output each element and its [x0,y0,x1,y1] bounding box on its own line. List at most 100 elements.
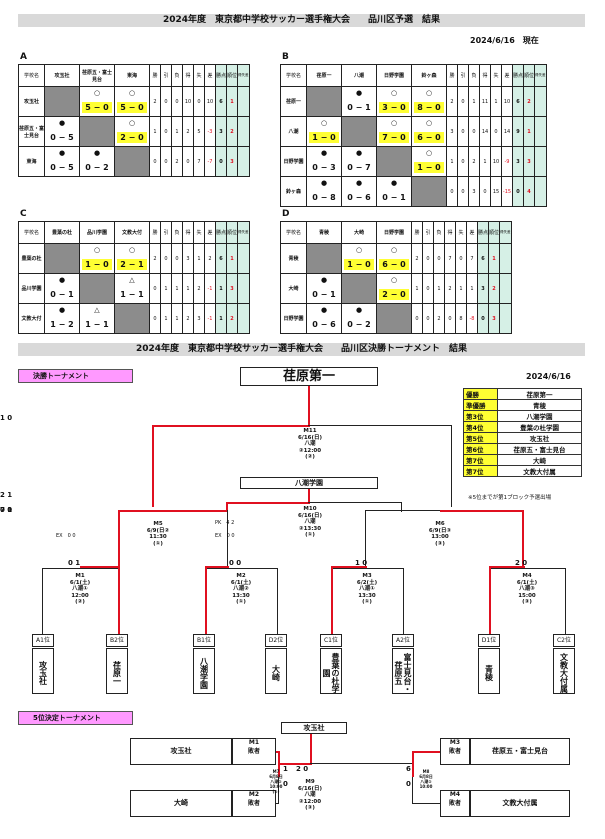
stat-cell: 2 [171,146,183,177]
match-result-cell: ●0 − 7 [341,146,377,177]
match-score: 0 − 6 [347,193,371,202]
bracket-line [489,568,565,569]
stat-cell: 1 [455,273,467,304]
stat-cell [237,86,250,117]
stat-cell: 1 [488,243,501,274]
bracket-line [80,566,120,568]
header-team: 攻玉社 [44,64,80,87]
stat-cell [534,116,547,147]
stat-cell [237,243,250,274]
row-team-name: 荏原一 [280,86,307,117]
stat-cell: 2 [149,243,161,274]
bracket-line [308,502,402,503]
team-box: 青稜 [478,648,500,694]
fifth-place-tab[interactable]: 5位決定トーナメント [18,711,133,725]
bracket-line [412,777,413,803]
result-mark: ● [355,179,363,187]
stat-cell: 1 [446,146,458,177]
bracket-line [331,566,367,568]
result-row: 第3位八潮学園 [463,410,582,422]
stat-cell: 0 [149,303,161,334]
ex-score-1: EX 0 0 [56,533,76,539]
bracket-line [205,566,229,568]
match-result-cell: ●0 − 1 [44,273,80,304]
row-team-name: 日野学園 [280,303,307,334]
bracket-line [277,568,278,634]
slot-label: D2位 [265,634,287,647]
team-box: 荏原一 [106,648,128,694]
stat-cell: 0 [171,243,183,274]
header-stat: 勝点 [476,221,490,244]
header-stat: 負 [468,64,480,87]
stat-cell: 0 [149,273,161,304]
header-team: 青稜 [306,221,342,244]
fifth-place-winner: 攻玉社 [281,722,347,734]
result-mark: ● [355,306,363,314]
row-team-name: 大崎 [280,273,307,304]
match-score: 7 − 0 [379,132,409,143]
slot-label: C1位 [320,634,342,647]
match-score: 0 − 1 [50,290,74,299]
header-stat: 引 [457,64,469,87]
bracket-line [365,510,366,568]
stat-cell: -15 [501,176,513,207]
bracket-line [42,568,43,634]
bracket-line [278,763,312,765]
match-result-cell: ○7 − 0 [376,116,412,147]
stat-cell: 3 [214,116,228,147]
m1-team: 攻玉社 [130,738,232,765]
stat-cell: 3 [511,146,525,177]
r1-score-2: 0 0 [229,559,242,567]
result-team: 文教大付属 [497,465,582,477]
m9-score: 2 0 [296,765,309,773]
match-result-cell: ●0 − 6 [306,303,342,334]
stat-cell: 4 [523,176,536,207]
tournament-title-banner: 2024年度 東京都中学校サッカー選手権大会 品川区決勝トーナメント 結果 [18,343,585,356]
stat-cell [534,146,547,177]
stat-cell: 3 [468,176,480,207]
team-box: 攻玉社 [32,648,54,694]
self-match-cell [44,243,80,274]
stat-cell: 2 [182,116,194,147]
header-stat: 得失差 [499,221,512,244]
slot-label: A2位 [392,634,414,647]
match-score: 6 − 0 [414,132,444,143]
final-tournament-tab[interactable]: 決勝トーナメント [18,369,133,383]
self-match-cell [306,243,342,274]
row-team-name: 攻玉社 [18,86,45,117]
result-rank: 第7位 [463,465,498,477]
bracket-line [310,763,412,764]
header-team: 日野学園 [376,221,412,244]
header-school: 学校名 [280,221,307,244]
stat-cell: -1 [204,273,216,304]
match-result-cell: ○2 − 1 [114,243,150,274]
bracket-line [278,751,280,777]
match-result-cell: ○1 − 0 [79,243,115,274]
match-result-cell: ●0 − 1 [376,176,412,207]
header-stat: 負 [433,221,445,244]
r1-score-1: 0 1 [68,559,81,567]
stat-cell: -3 [204,116,216,147]
bracket-line [451,425,452,507]
result-rank: 第7位 [463,454,498,466]
result-rank: 準優勝 [463,399,498,411]
stat-cell [534,86,547,117]
header-stat: 引 [422,221,434,244]
stat-cell: 0 [511,176,525,207]
final-score: 1 0 [0,414,13,422]
team-box: 大崎 [265,648,287,694]
result-mark: ○ [320,119,328,127]
group-label-b: B [282,52,289,62]
row-team-name: 日野学園 [280,146,307,177]
header-school: 学校名 [280,64,307,87]
result-rank: 第6位 [463,443,498,455]
